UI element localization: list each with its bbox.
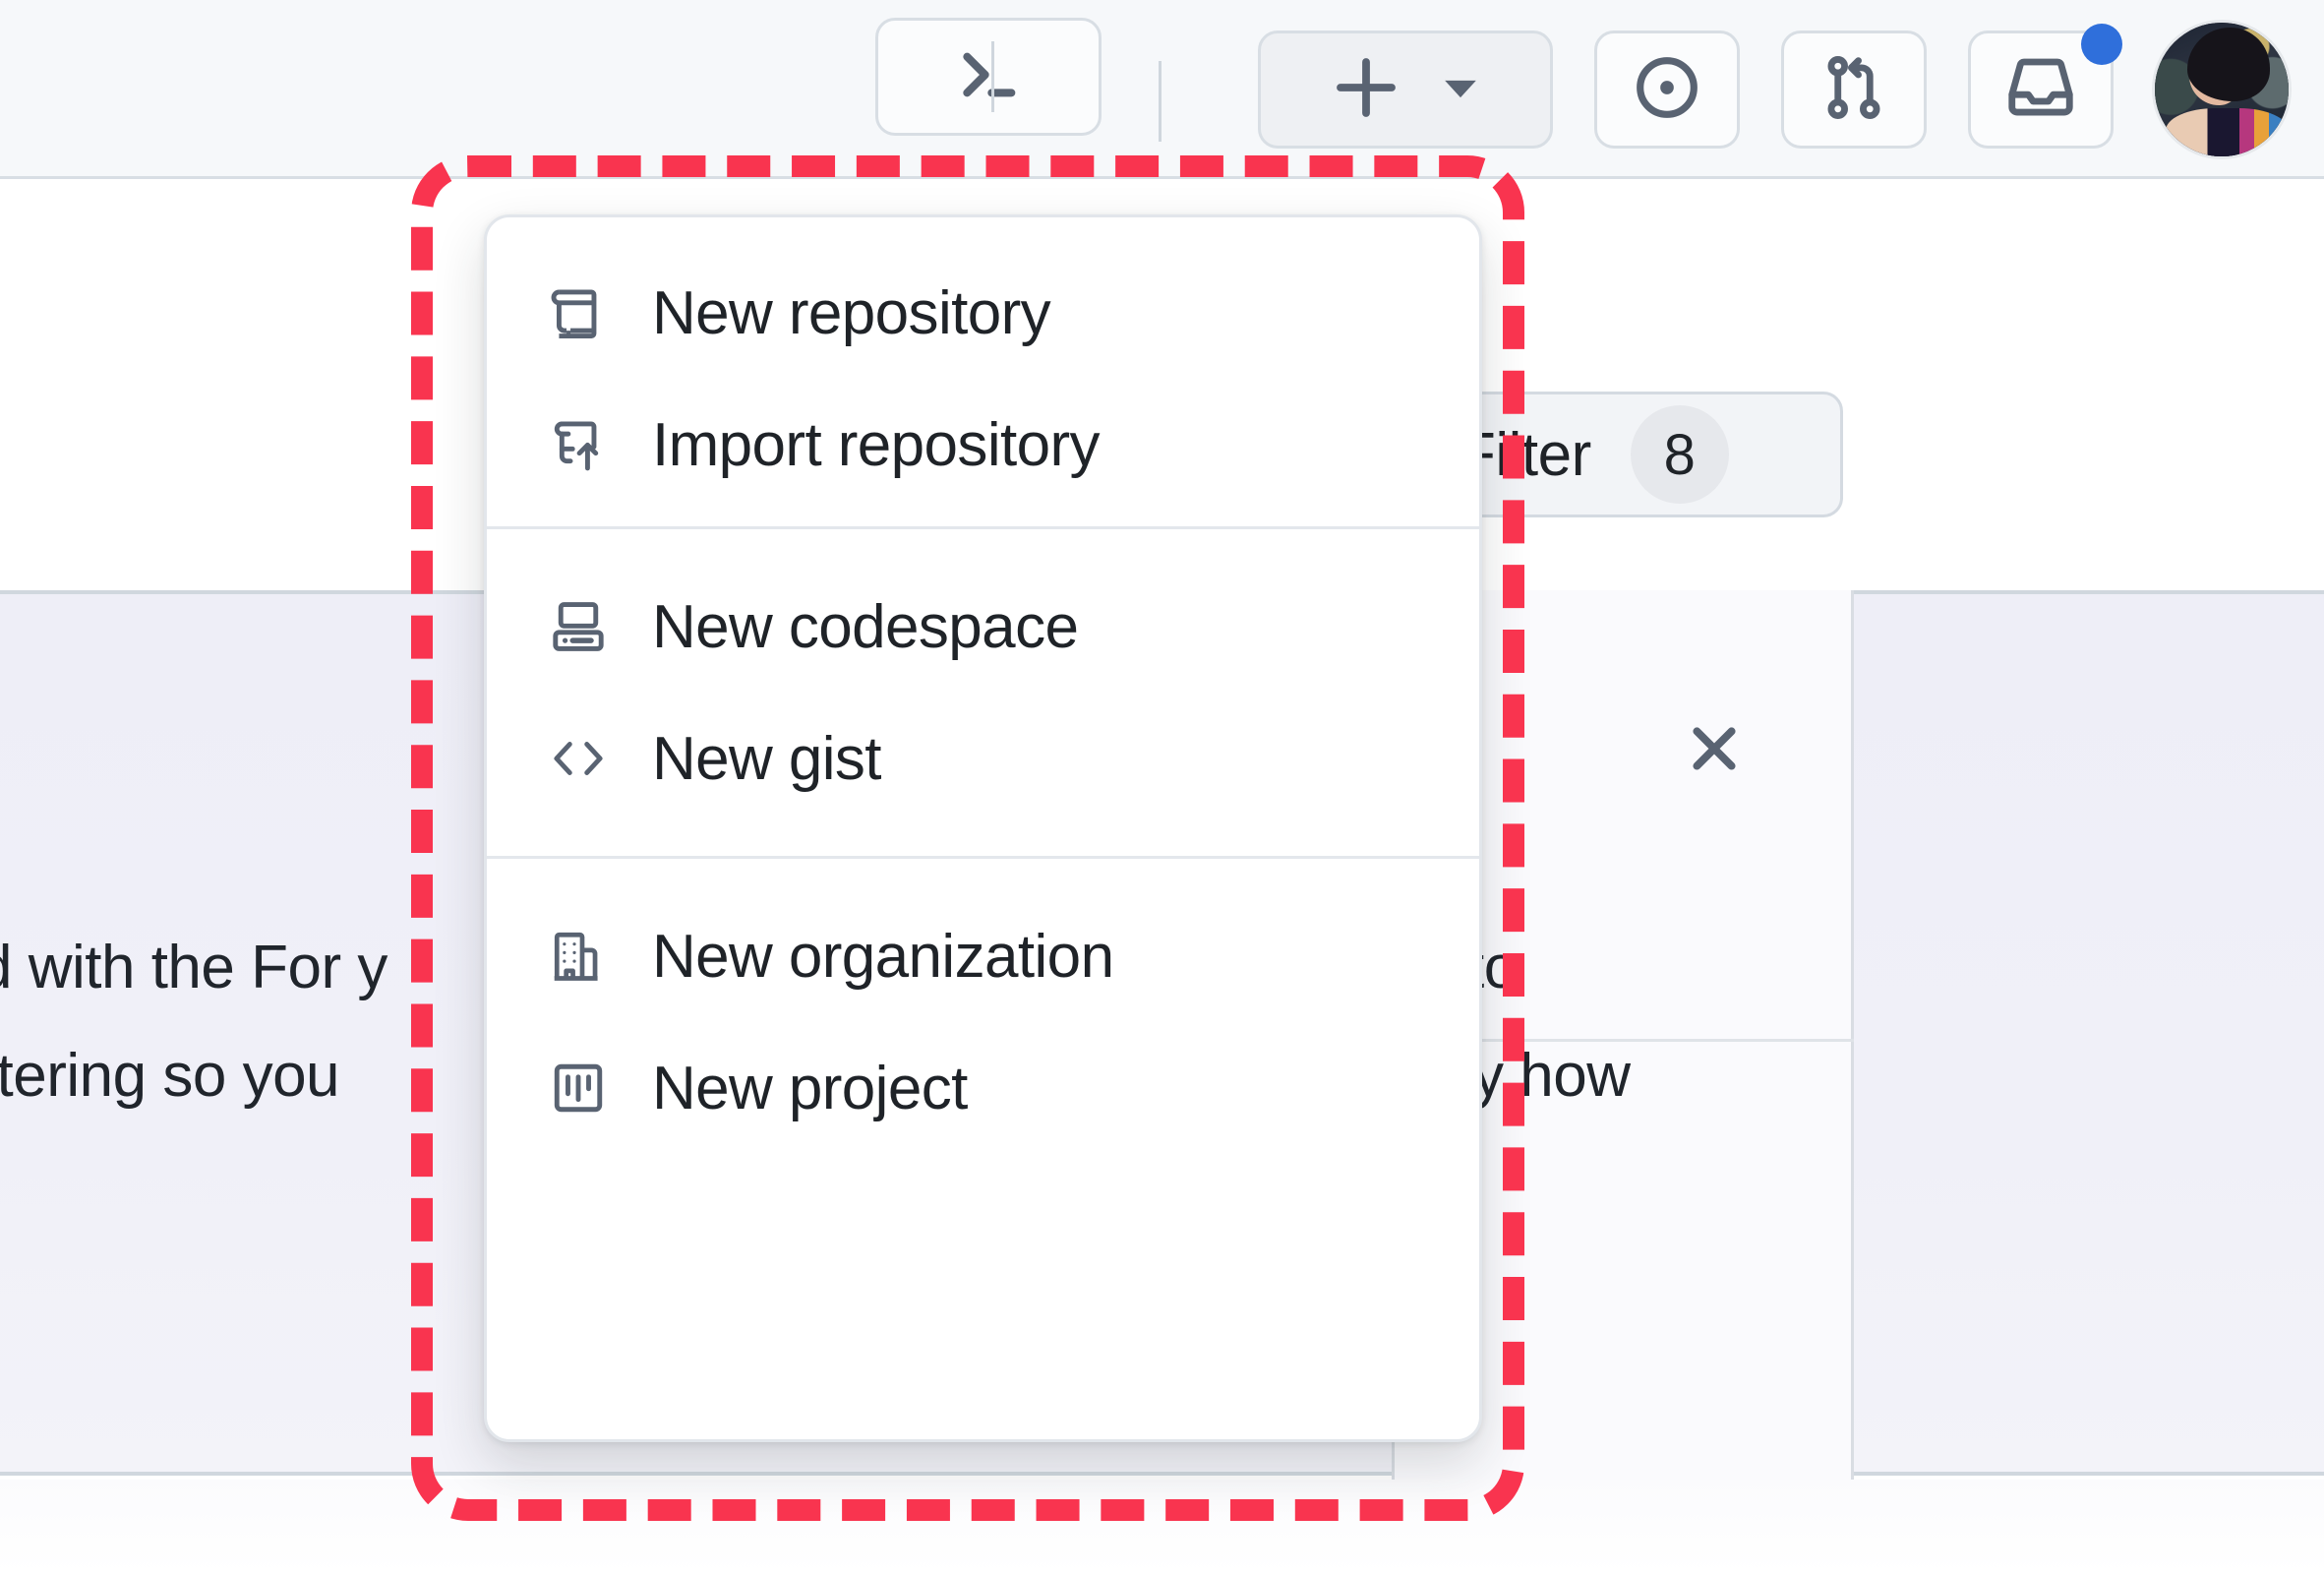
triangle-down-icon [1438,65,1483,115]
menu-item-label: New codespace [652,592,1079,661]
command-palette-divider [991,41,994,112]
app-header [0,0,2324,179]
menu-item-new-project[interactable]: New project [487,1022,1479,1154]
inbox-icon [2002,49,2079,131]
issue-opened-icon [1629,49,1705,131]
issues-button[interactable] [1594,30,1740,149]
pull-requests-button[interactable] [1781,30,1927,149]
command-palette-button[interactable] [875,18,1102,136]
avatar-hair [2186,28,2270,102]
codespaces-icon [548,596,609,657]
menu-group-repositories: New repository Import repository [487,217,1479,526]
unread-notification-dot [2081,24,2122,65]
body-text-left-line-2: iltering so you [0,1042,340,1110]
notifications-button[interactable] [1968,24,2122,149]
menu-group-dev: New codespace New gist [487,529,1479,856]
repo-push-icon [548,414,609,475]
plus-icon [1328,49,1404,131]
menu-item-label: New project [652,1054,968,1122]
menu-item-label: New organization [652,922,1114,991]
terminal-prompt-icon [949,35,1028,119]
menu-item-new-codespace[interactable]: New codespace [487,561,1479,693]
menu-separator-1 [487,526,1479,529]
menu-item-new-gist[interactable]: New gist [487,693,1479,824]
card-divider [1392,1039,1854,1042]
menu-item-label: New gist [652,724,882,793]
content-area-bottom [0,1480,2324,1574]
header-actions [1217,0,2289,179]
menu-separator-2 [487,856,1479,859]
body-text-left-line-1: d with the For y [0,934,387,1001]
dismiss-card-button[interactable] [1672,706,1757,791]
create-new-dropdown-menu: New repository Import repository [484,214,1482,1442]
filter-count-badge: 8 [1630,405,1729,504]
menu-item-label: New repository [652,278,1051,347]
repo-icon [548,282,609,343]
avatar-body [2165,108,2289,156]
header-separator [1159,61,1162,142]
create-new-button[interactable] [1258,30,1553,149]
menu-item-label: Import repository [652,410,1101,479]
user-avatar[interactable] [2155,23,2289,156]
organization-icon [548,926,609,987]
code-icon [548,728,609,789]
git-pull-request-icon [1816,49,1892,131]
menu-item-import-repository[interactable]: Import repository [487,379,1479,511]
menu-item-new-repository[interactable]: New repository [487,247,1479,379]
menu-group-org: New organization New project [487,859,1479,1189]
project-icon [548,1058,609,1119]
menu-item-new-organization[interactable]: New organization [487,890,1479,1022]
x-icon [1685,719,1744,778]
